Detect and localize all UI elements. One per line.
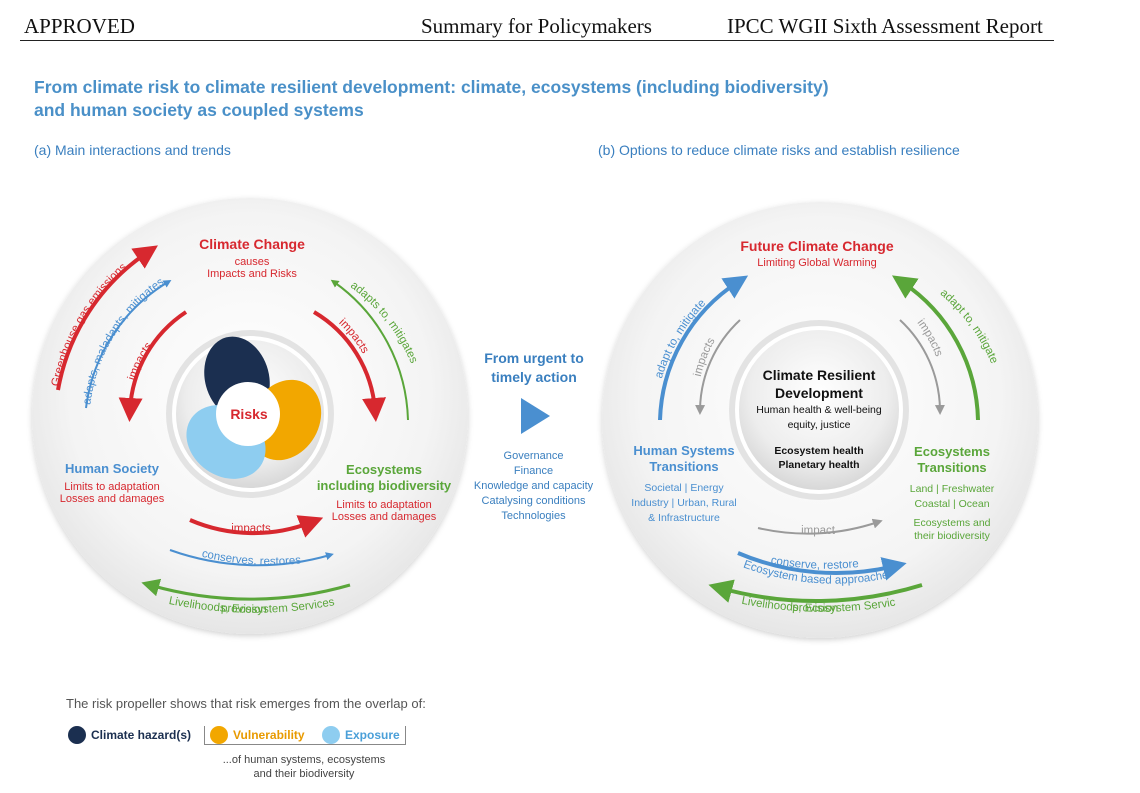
est-line-5: Ecosystems and — [913, 517, 990, 529]
vulnerability-dot-icon — [210, 726, 228, 744]
legend-note-1: ...of human systems, ecosystems — [222, 754, 386, 766]
conserves-arrow — [169, 549, 334, 567]
adapts-to-arrow — [330, 279, 409, 421]
hst-title-2: Transitions — [649, 459, 718, 474]
conserve-arrow — [737, 551, 907, 581]
header-report-title: IPCC WGII Sixth Assessment Report — [727, 14, 1043, 38]
eco-limits-label: Limits to adaptation — [336, 499, 431, 511]
adapts-arrow — [85, 279, 172, 409]
panel-b-heading: (b) Options to reduce climate risks and … — [598, 142, 960, 158]
hazard-dot-icon — [68, 726, 86, 744]
urgent-line-1: From urgent to — [484, 350, 584, 366]
impacts-bottom-arrow — [189, 515, 324, 538]
est-line-4: Coastal | Ocean — [914, 498, 989, 510]
future-climate-change-label: Future Climate Change — [740, 238, 893, 254]
legend-hazard: Climate hazard(s) — [68, 726, 191, 744]
est-line-6: their biodiversity — [914, 530, 991, 542]
crd-disc — [735, 326, 903, 494]
crd-line-3: Human health & well-being — [756, 404, 882, 416]
provision-arrow-b — [708, 579, 923, 603]
hst-title-1: Human Systems — [633, 443, 734, 458]
legend-bracket — [204, 726, 406, 745]
human-society-label: Human Society — [65, 461, 160, 476]
urgent-line-2: timely action — [491, 369, 577, 385]
risk-propeller — [186, 336, 322, 479]
figure-title-line2: and human society as coupled systems — [34, 100, 364, 120]
provision-label-b: provision — [792, 602, 838, 615]
enabler-catalysing: Catalysing conditions — [481, 495, 586, 507]
impact-bottom-arrow — [757, 518, 883, 535]
crd-line-4: equity, justice — [788, 419, 851, 431]
impacts-left-arrow — [118, 310, 188, 422]
header-divider — [20, 40, 1054, 41]
impacts-left-arrow-b — [695, 319, 741, 415]
adapt-left-arrow — [658, 275, 749, 421]
provision-arrow — [141, 578, 351, 601]
risks-center — [216, 382, 280, 446]
climate-change-label: Climate Change — [199, 236, 305, 252]
including-biodiversity-label: including biodiversity — [317, 478, 452, 493]
enabler-list: Governance Finance Knowledge and capacit… — [462, 449, 605, 524]
causes-label: causes — [235, 256, 270, 268]
impacts-right-arrow — [312, 310, 387, 422]
urgent-to-timely: From urgent to timely action — [470, 349, 598, 387]
limiting-warming-label: Limiting Global Warming — [757, 257, 876, 269]
enabler-finance: Finance — [513, 465, 554, 477]
crd-line-6: Planetary health — [778, 459, 859, 471]
legend-exposure: Exposure — [322, 726, 400, 744]
est-title-1: Ecosystems — [914, 444, 990, 459]
enabler-governance: Governance — [503, 450, 564, 462]
est-line-3: Land | Freshwater — [910, 483, 995, 495]
play-arrow-icon — [521, 398, 550, 434]
legend-vulnerability: Vulnerability — [210, 726, 305, 744]
figure-title: From climate risk to climate resilient d… — [34, 76, 829, 122]
legend-hazard-label: Climate hazard(s) — [91, 728, 192, 742]
panel-a-heading: (a) Main interactions and trends — [34, 142, 231, 158]
provision-label-a: provision — [221, 602, 267, 615]
hst-line-5: & Infrastructure — [648, 512, 720, 524]
legend-intro: The risk propeller shows that risk emerg… — [66, 696, 426, 711]
ecosystems-label: Ecosystems — [346, 462, 422, 477]
exposure-dot-icon — [322, 726, 340, 744]
legend-exposure-label: Exposure — [345, 728, 400, 742]
hst-line-3: Societal | Energy — [644, 482, 724, 494]
adapt-right-arrow — [892, 275, 980, 421]
impact-bottom-label: impact — [801, 525, 836, 537]
figure-title-line1: From climate risk to climate resilient d… — [34, 77, 829, 97]
crd-line-5: Ecosystem health — [774, 445, 863, 457]
impacts-bottom-label: impacts — [231, 523, 271, 535]
hst-line-4: Industry | Urban, Rural — [631, 497, 736, 509]
est-title-2: Transitions — [917, 460, 986, 475]
crd-title-2: Development — [775, 385, 863, 401]
eco-losses-label: Losses and damages — [332, 511, 437, 523]
approved-label: APPROVED — [24, 14, 135, 38]
crd-title-1: Climate Resilient — [763, 367, 876, 383]
impacts-right-arrow-b — [899, 319, 945, 415]
legend-note: ...of human systems, ecosystems and thei… — [204, 753, 404, 781]
hs-limits-label: Limits to adaptation — [64, 481, 159, 493]
impacts-risks-label: Impacts and Risks — [207, 268, 297, 280]
ghg-arrow — [56, 245, 158, 391]
enabler-knowledge: Knowledge and capacity — [473, 480, 594, 492]
risks-label: Risks — [230, 406, 268, 422]
header-center-title: Summary for Policymakers — [421, 14, 652, 38]
enabler-technologies: Technologies — [501, 510, 566, 522]
legend-note-2: and their biodiversity — [253, 768, 355, 780]
hs-losses-label: Losses and damages — [60, 493, 165, 505]
legend-vulnerability-label: Vulnerability — [233, 728, 305, 742]
